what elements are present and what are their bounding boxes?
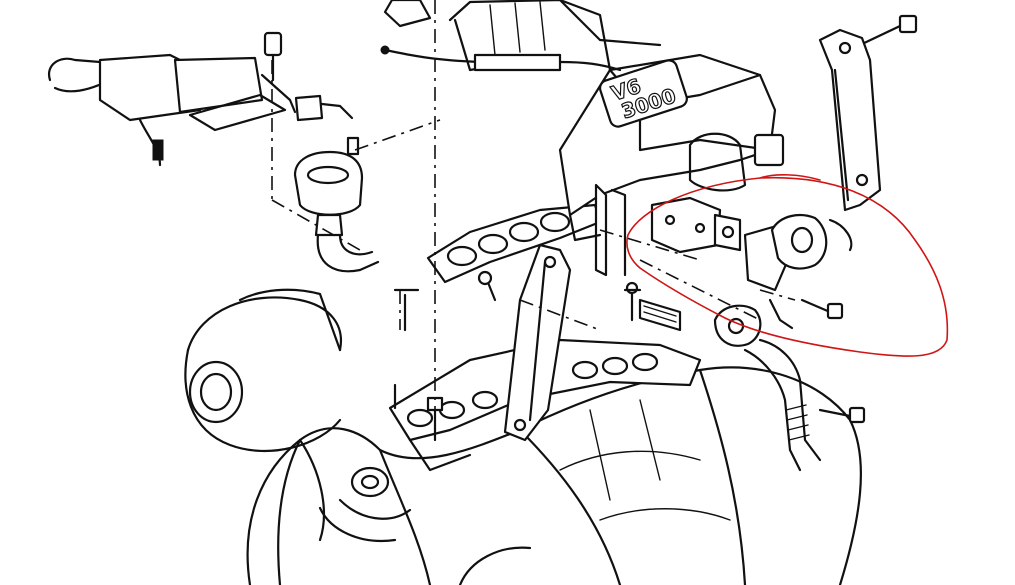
upper-intake-plenum: V6 3000 [448,0,785,277]
right-bracket [818,28,882,212]
pulley-housing [184,288,412,543]
egr-assembly [638,196,853,472]
control-module [47,31,354,167]
bolts [426,14,918,442]
air-valve [293,136,380,273]
intake-gasket [426,203,602,284]
v6-emblem: V6 3000 [598,59,688,128]
assembly-guide-lines [271,0,796,410]
engine-block [246,366,862,585]
center-bracket [503,243,572,442]
throttle-cable [380,0,622,72]
highlight-annotation [626,174,949,357]
